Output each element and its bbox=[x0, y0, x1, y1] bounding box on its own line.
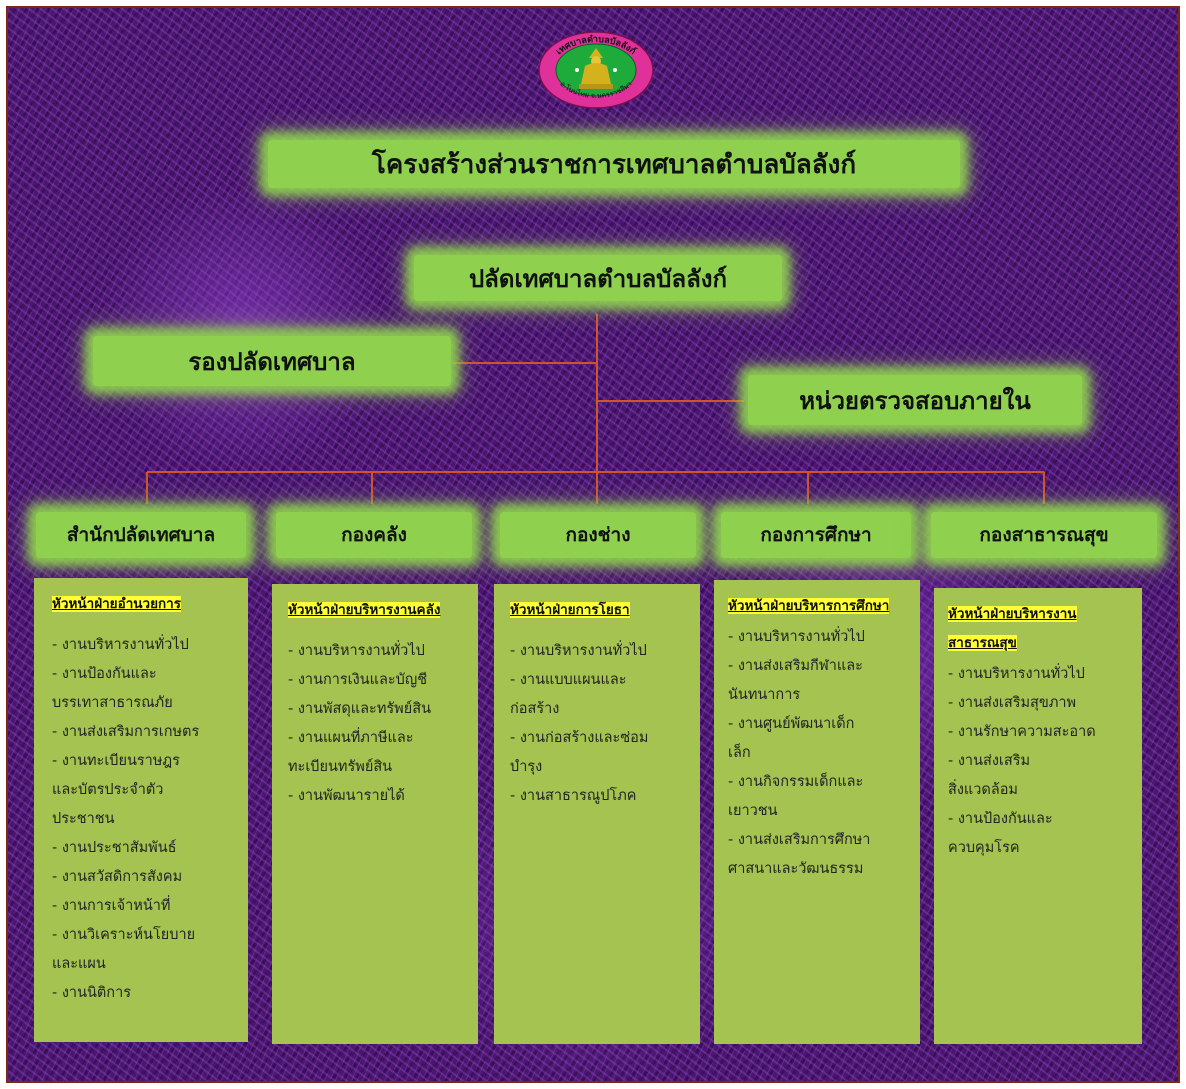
panel-item: - งานการเจ้าหน้าที่ bbox=[52, 898, 171, 914]
audit-node: หน่วยตรวจสอบภายใน bbox=[748, 375, 1082, 425]
panel-item: - งานทะเบียนราษฎร และบัตรประจำตัว ประชาช… bbox=[52, 753, 180, 827]
panel-item: - งานสวัสดิการสังคม bbox=[52, 869, 183, 885]
division-panel: หัวหน้าฝ่ายบริหารการศึกษา - งานบริหารงาน… bbox=[714, 580, 920, 1044]
panel-item: - งานรักษาความสะอาด bbox=[948, 724, 1096, 740]
division-panel: หัวหน้าฝ่ายอำนวยการ - งานบริหารงานทั่วไป… bbox=[34, 578, 248, 1042]
division-node: กองช่าง bbox=[500, 512, 696, 558]
panel-item: - งานแผนที่ภาษีและ ทะเบียนทรัพย์สิน bbox=[288, 730, 414, 775]
panel-item: - งานวิเคราะห์นโยบาย และแผน bbox=[52, 927, 196, 972]
division-panel: หัวหน้าฝ่ายการโยธา - งานบริหารงานทั่วไป … bbox=[494, 584, 700, 1044]
panel-item: - งานการเงินและบัญชี bbox=[288, 672, 428, 688]
panel-item: - งานพัสดุและทรัพย์สิน bbox=[288, 701, 431, 717]
chart-title: โครงสร้างส่วนราชการเทศบาลตำบลบัลลังก์ bbox=[268, 140, 960, 188]
panel-head: หัวหน้าฝ่ายบริหารงานสาธารณสุข bbox=[948, 606, 1077, 651]
division-panel: หัวหน้าฝ่ายบริหารงานคลัง - งานบริหารงานท… bbox=[272, 584, 478, 1044]
division-node: กองสาธารณสุข bbox=[931, 512, 1157, 558]
division-panel: หัวหน้าฝ่ายบริหารงานสาธารณสุข - งานบริหา… bbox=[934, 588, 1142, 1044]
panel-item: - งานกิจกรรมเด็กและ เยาวชน bbox=[728, 774, 864, 819]
panel-item: - งานนิติการ bbox=[52, 985, 132, 1001]
panel-item: - งานแบบแผนและ ก่อสร้าง bbox=[510, 672, 627, 717]
panel-head: หัวหน้าฝ่ายบริหารการศึกษา bbox=[728, 598, 890, 614]
panel-head: หัวหน้าฝ่ายบริหารงานคลัง bbox=[288, 602, 441, 618]
panel-item: - งานบริหารงานทั่วไป bbox=[510, 643, 647, 659]
panel-item: - งานศูนย์พัฒนาเด็ก เล็ก bbox=[728, 716, 855, 761]
panel-head: หัวหน้าฝ่ายอำนวยการ bbox=[52, 596, 182, 612]
panel-item: - งานป้องกันและ บรรเทาสาธารณภัย bbox=[52, 666, 173, 711]
panel-item: - งานบริหารงานทั่วไป bbox=[288, 643, 425, 659]
panel-item: - งานส่งเสริม สิ่งแวดล้อม bbox=[948, 753, 1031, 798]
panel-item: - งานป้องกันและ ควบคุมโรค bbox=[948, 811, 1053, 856]
panel-item: - งานก่อสร้างและซ่อม บำรุง bbox=[510, 730, 649, 775]
municipal-seal-logo: เทศบาลตำบลบัลลังก์ อ.โนนไทย จ.นครราชสีมา bbox=[538, 31, 654, 109]
panel-item: - งานบริหารงานทั่วไป bbox=[728, 629, 865, 645]
panel-item: - งานสาธารณูปโภค bbox=[510, 788, 637, 804]
division-node: สำนักปลัดเทศบาล bbox=[36, 512, 246, 558]
panel-item: - งานประชาสัมพันธ์ bbox=[52, 840, 177, 856]
chief-node: ปลัดเทศบาลตำบลบัลลังก์ bbox=[414, 255, 782, 301]
division-node: กองการศึกษา bbox=[721, 512, 911, 558]
panel-item: - งานบริหารงานทั่วไป bbox=[948, 666, 1085, 682]
seal-figure bbox=[575, 48, 617, 89]
deputy-node: รองปลัดเทศบาล bbox=[93, 336, 451, 386]
panel-item: - งานส่งเสริมการเกษตร bbox=[52, 724, 200, 740]
panel-item: - งานส่งเสริมกีฬาและ นันทนาการ bbox=[728, 658, 863, 703]
panel-head: หัวหน้าฝ่ายการโยธา bbox=[510, 602, 630, 618]
panel-item: - งานส่งเสริมการศึกษา ศาสนาและวัฒนธรรม bbox=[728, 832, 871, 877]
panel-item: - งานพัฒนารายได้ bbox=[288, 788, 405, 804]
panel-item: - งานบริหารงานทั่วไป bbox=[52, 637, 189, 653]
panel-item: - งานส่งเสริมสุขภาพ bbox=[948, 695, 1077, 711]
division-node: กองคลัง bbox=[276, 512, 472, 558]
